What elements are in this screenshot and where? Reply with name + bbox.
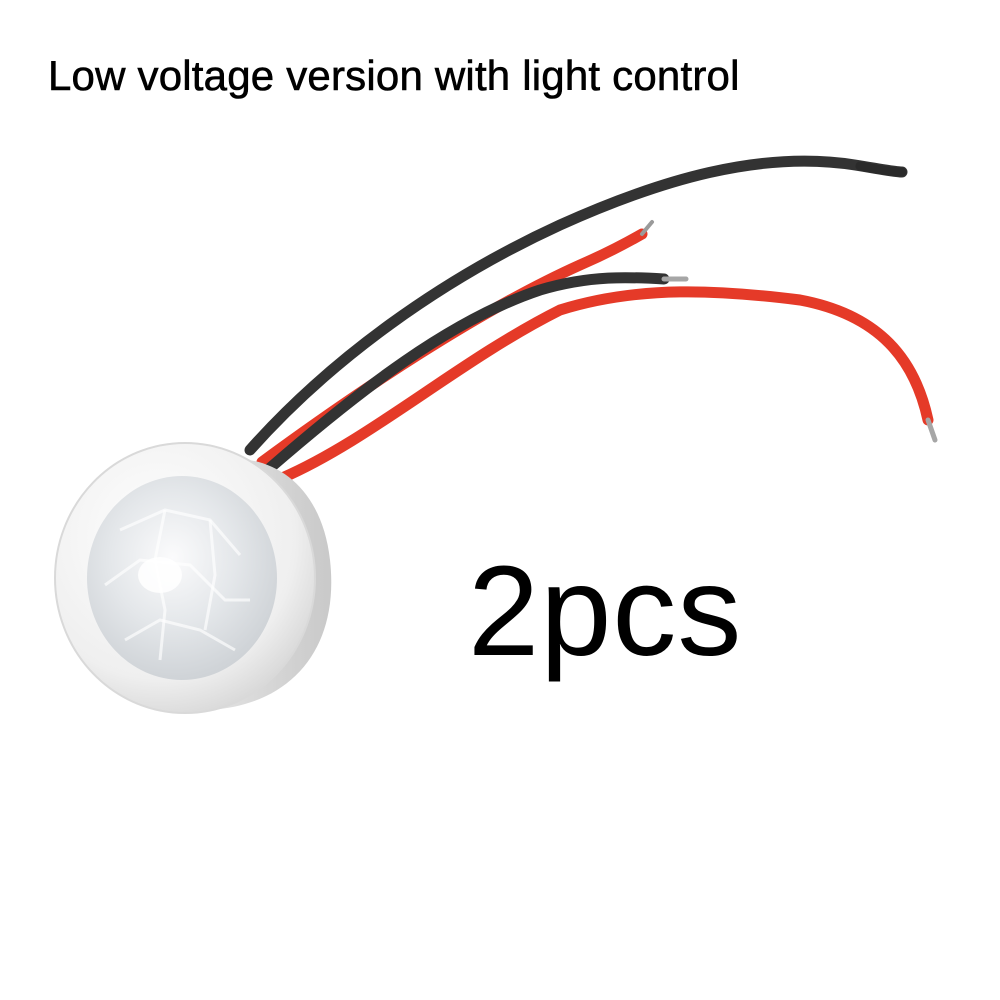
red-wire-long (276, 286, 934, 484)
wire-bundle (244, 155, 938, 484)
black-wire-long-tip (855, 161, 907, 177)
fresnel-lens-facets (104, 508, 250, 661)
red-wire-short-tip (640, 220, 654, 236)
quantity-label: 2pcs (468, 540, 743, 683)
product-headline: Low voltage version with light control (48, 52, 740, 100)
red-wire-long-tip (925, 417, 938, 443)
lens-highlight (138, 557, 182, 593)
black-wire-short (264, 272, 670, 474)
fresnel-lens (87, 476, 277, 680)
